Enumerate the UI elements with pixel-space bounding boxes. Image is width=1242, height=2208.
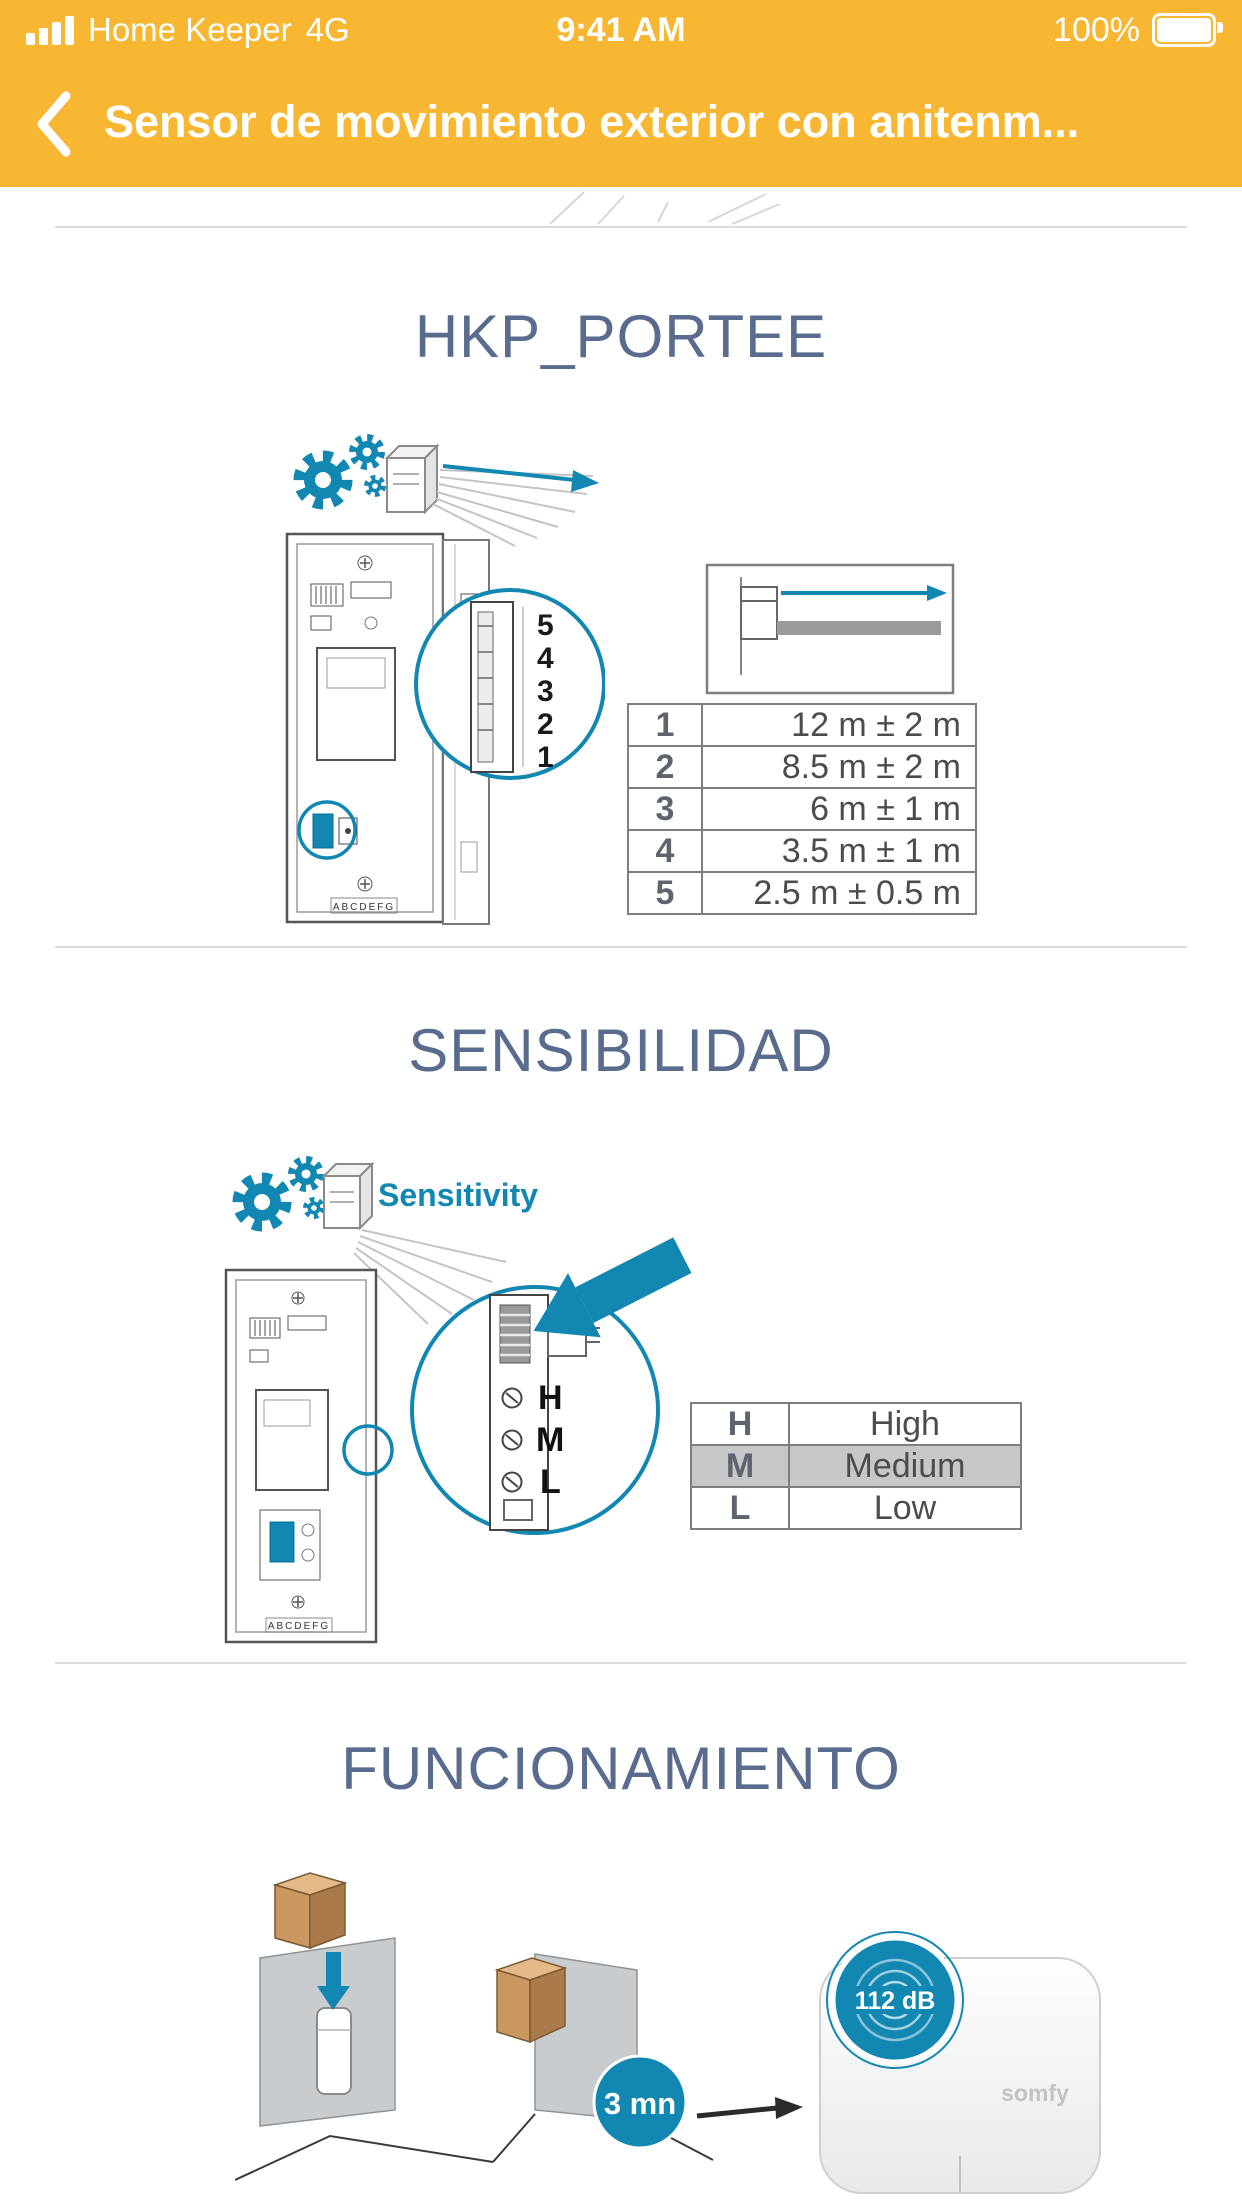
settings-gears-icon — [232, 1156, 325, 1232]
section-title-portee: HKP_PORTEE — [414, 303, 828, 370]
funcionamiento-figure: 3 mn somfy 112 dB — [235, 1872, 1101, 2194]
back-button[interactable] — [30, 88, 76, 160]
motion-sensor-icon — [321, 1161, 375, 1231]
section-divider — [55, 226, 1187, 228]
table-row: 2 8.5 m ± 2 m — [627, 745, 977, 789]
range-value: 3.5 m ± 1 m — [701, 829, 977, 873]
range-level: 4 — [627, 829, 703, 873]
section-divider — [55, 946, 1187, 948]
dip-number: 2 — [537, 708, 554, 741]
beam-bar — [777, 621, 941, 635]
range-value: 12 m ± 2 m — [701, 703, 977, 747]
sensitivity-level: M — [690, 1444, 790, 1488]
range-value: 8.5 m ± 2 m — [701, 745, 977, 789]
detection-beams — [353, 1229, 507, 1325]
switch-label: M — [536, 1421, 564, 1459]
range-arrow — [442, 464, 599, 492]
battery-percent: 100% — [1053, 10, 1140, 49]
portee-figure: ABCDEFG 5 4 3 2 1 — [285, 434, 605, 925]
manual-scroll-area[interactable]: HKP_PORTEE — [0, 187, 1242, 2208]
zoom-magnifier: H M L — [410, 1237, 692, 1535]
switch-label: L — [540, 1463, 561, 1501]
sensitivity-caption: Sensitivity — [378, 1177, 538, 1213]
siren-badge: 112 dB — [826, 1931, 964, 2069]
range-level: 2 — [627, 745, 703, 789]
table-row: 1 12 m ± 2 m — [627, 703, 977, 747]
range-diagram — [705, 563, 955, 695]
terminal-screws — [501, 1387, 523, 1493]
brand-logo: somfy — [1001, 2080, 1069, 2106]
table-row: L Low — [690, 1486, 1022, 1530]
range-direction-arrow — [781, 585, 947, 601]
alarm-base-station: somfy 112 dB — [819, 1931, 1101, 2194]
sensitivity-level: L — [690, 1486, 790, 1530]
dip-number: 5 — [537, 609, 554, 642]
table-row: 3 6 m ± 1 m — [627, 787, 977, 831]
delay-badge: 3 mn — [592, 2054, 688, 2150]
component-highlight-circle — [342, 1424, 394, 1476]
range-level: 5 — [627, 871, 703, 915]
sensibilidad-figure: Sensitivity — [224, 1156, 692, 1644]
board-pin-label: ABCDEFG — [333, 902, 395, 913]
device-internal-diagram — [224, 1268, 378, 1644]
table-row: H High — [690, 1402, 1022, 1446]
dip-number: 4 — [537, 642, 554, 675]
intruder-box — [272, 1872, 348, 1950]
dip-number: 1 — [537, 741, 554, 774]
section-title-funcionamiento: FUNCIONAMIENTO — [341, 1735, 901, 1802]
sensitivity-level: H — [690, 1402, 790, 1446]
wall-with-sensor — [235, 1937, 494, 2181]
section-divider — [55, 1662, 1187, 1664]
table-row: 4 3.5 m ± 1 m — [627, 829, 977, 873]
network-type-label: 4G — [305, 11, 350, 48]
sensitivity-value: Medium — [788, 1444, 1022, 1488]
motion-sensor-icon — [384, 443, 440, 515]
component-highlight-circle — [297, 800, 357, 860]
range-level: 1 — [627, 703, 703, 747]
chevron-left-icon — [37, 91, 71, 157]
range-value: 2.5 m ± 0.5 m — [701, 871, 977, 915]
table-row-selected: M Medium — [690, 1444, 1022, 1488]
drop-arrow — [317, 1952, 350, 2010]
sensitivity-table: H High M Medium L Low — [690, 1402, 1022, 1530]
settings-gears-icon — [293, 434, 386, 510]
table-row: 5 2.5 m ± 0.5 m — [627, 871, 977, 915]
range-value: 6 m ± 1 m — [701, 787, 977, 831]
signal-strength-icon — [26, 15, 74, 45]
carrier-label: Home Keeper — [88, 11, 292, 48]
sensitivity-value: Low — [788, 1486, 1022, 1530]
zoom-magnifier: 5 4 3 2 1 — [414, 588, 605, 780]
detection-beams — [432, 469, 594, 547]
pointer-arrow — [533, 1237, 692, 1338]
status-bar: Home Keeper 4G 9:41 AM 100% — [0, 0, 1242, 60]
switch-label: H — [538, 1379, 563, 1417]
board-pin-label: ABCDEFG — [268, 1621, 330, 1632]
partial-figure-remnant — [549, 191, 781, 225]
clock: 9:41 AM — [556, 10, 686, 49]
range-table: 1 12 m ± 2 m 2 8.5 m ± 2 m 3 6 m ± 1 m 4… — [627, 703, 977, 915]
box-near-wall — [494, 1957, 568, 2044]
section-title-sensibilidad: SENSIBILIDAD — [408, 1017, 834, 1084]
app-header: Home Keeper 4G 9:41 AM 100% Sensor de mo… — [0, 0, 1242, 187]
delay-label: 3 mn — [604, 2086, 676, 2121]
siren-db-label: 112 dB — [855, 1987, 936, 2015]
device-internal-diagram — [285, 532, 445, 924]
page-title: Sensor de movimiento exterior con aniten… — [104, 96, 1080, 147]
dip-number: 3 — [537, 675, 554, 708]
battery-icon — [1152, 13, 1223, 47]
trigger-arrow — [696, 2097, 803, 2119]
sensitivity-value: High — [788, 1402, 1022, 1446]
range-level: 3 — [627, 787, 703, 831]
